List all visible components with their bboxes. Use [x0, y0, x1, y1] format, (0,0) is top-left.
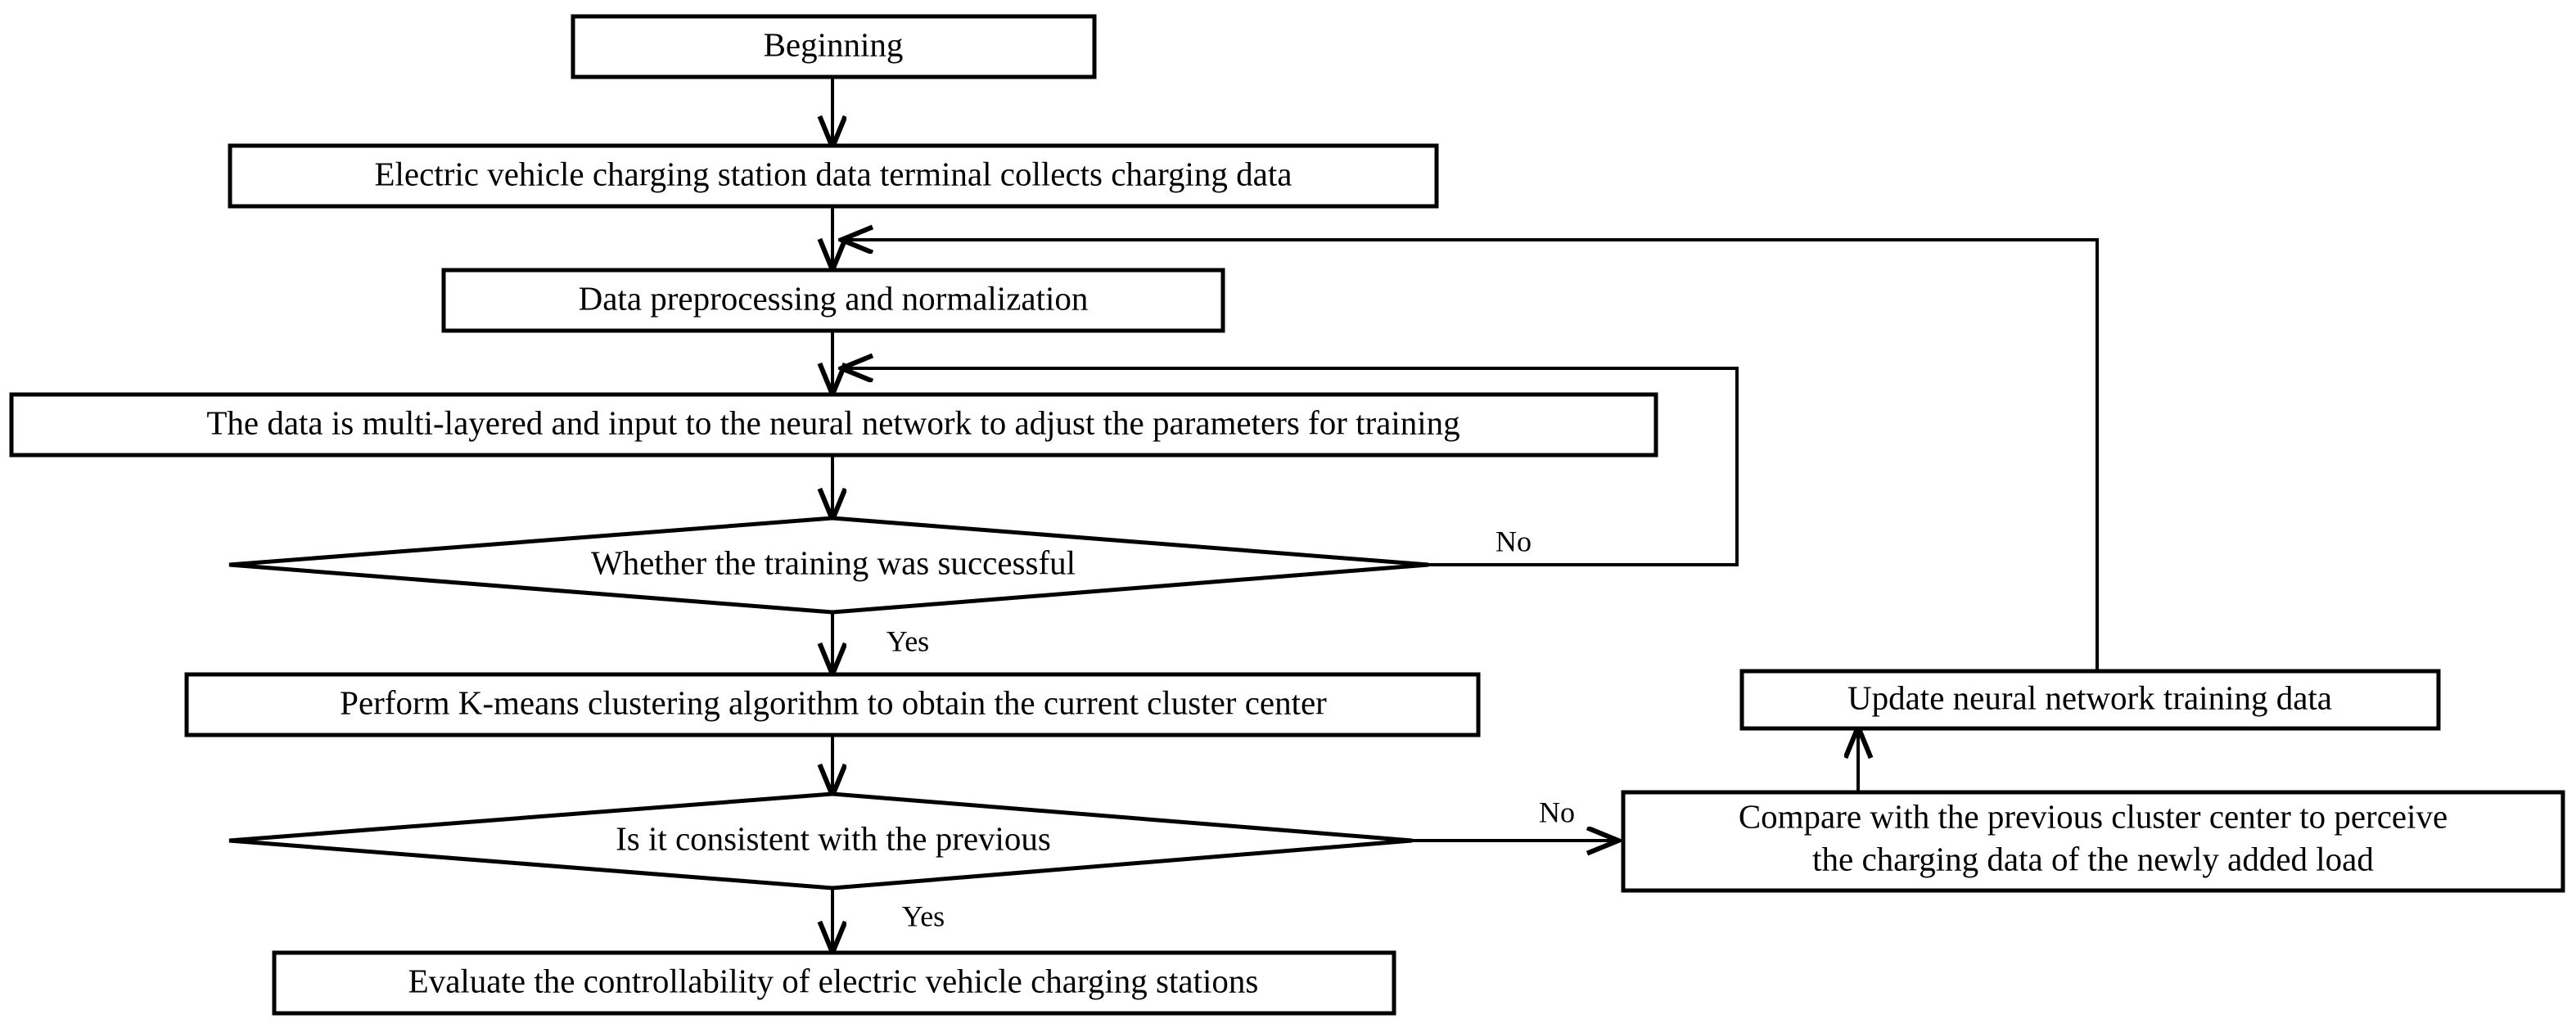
node-evaluate-label: Evaluate the controllability of electric… — [408, 962, 1259, 999]
edge-label-decision1-yes: Yes — [886, 624, 929, 657]
node-decision1-label: Whether the training was successful — [591, 543, 1076, 581]
edge-label-decision1-no: No — [1496, 525, 1532, 557]
node-preprocess-label: Data preprocessing and normalization — [579, 279, 1089, 317]
node-compare-label-line1: Compare with the previous cluster center… — [1739, 797, 2447, 835]
node-compare[interactable]: Compare with the previous cluster center… — [1621, 790, 2565, 893]
edge-label-decision2-yes: Yes — [902, 900, 945, 932]
node-compare-label-line2: the charging data of the newly added loa… — [1812, 840, 2374, 877]
edge-label-decision2-no: No — [1539, 796, 1575, 828]
node-decision2[interactable]: Is it consistent with the previous — [228, 791, 1413, 890]
edge-decision1-no-loop — [843, 368, 1739, 566]
node-update[interactable]: Update neural network training data — [1739, 669, 2441, 731]
node-compare-shape — [1621, 790, 2565, 893]
node-preprocess-shape — [441, 268, 1225, 333]
node-train[interactable]: The data is multi-layered and input to t… — [9, 392, 1658, 458]
node-preprocess[interactable]: Data preprocessing and normalization — [441, 268, 1225, 333]
node-decision2-shape — [228, 791, 1413, 890]
node-update-shape — [1739, 669, 2441, 731]
node-collect-shape — [228, 143, 1439, 209]
node-update-label: Update neural network training data — [1847, 679, 2332, 716]
node-start[interactable]: Beginning — [571, 14, 1097, 79]
node-kmeans-shape — [184, 672, 1481, 737]
node-start-label: Beginning — [764, 25, 904, 63]
node-start-shape — [571, 14, 1097, 79]
node-evaluate[interactable]: Evaluate the controllability of electric… — [272, 950, 1396, 1016]
node-train-label: The data is multi-layered and input to t… — [206, 404, 1459, 441]
node-collect[interactable]: Electric vehicle charging station data t… — [228, 143, 1439, 209]
node-evaluate-shape — [272, 950, 1396, 1016]
node-decision2-label: Is it consistent with the previous — [616, 819, 1051, 857]
node-collect-label: Electric vehicle charging station data t… — [375, 155, 1293, 192]
node-decision1-shape — [228, 516, 1429, 615]
node-decision1[interactable]: Whether the training was successful — [228, 516, 1429, 615]
node-kmeans[interactable]: Perform K-means clustering algorithm to … — [184, 672, 1481, 737]
node-kmeans-label: Perform K-means clustering algorithm to … — [340, 683, 1327, 721]
edge-update-to-preprocess-loop — [843, 240, 2099, 671]
node-train-shape — [9, 392, 1658, 458]
